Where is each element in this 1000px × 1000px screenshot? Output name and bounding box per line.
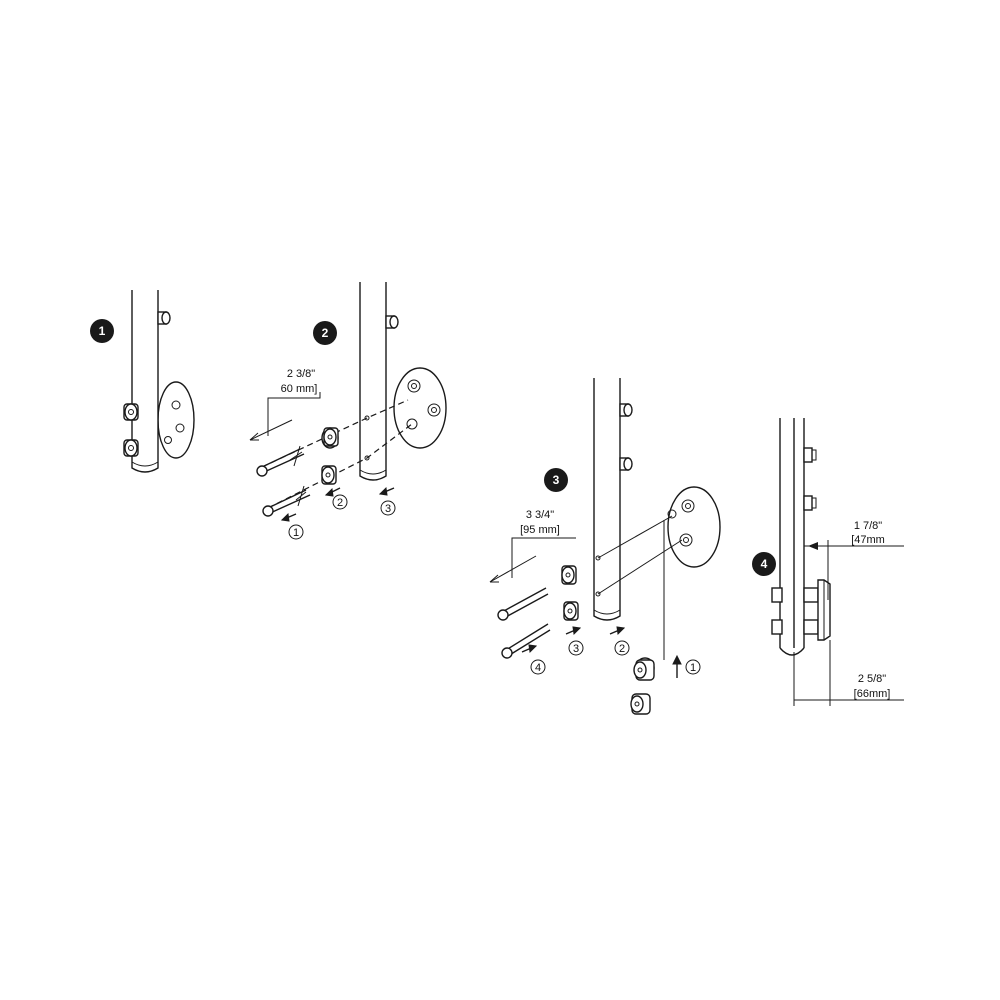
order-label-2: 2 — [619, 643, 625, 655]
step-4-badge — [752, 552, 776, 576]
step-1-badge — [90, 319, 114, 343]
step-2-dimension-imperial: 2 3/8" — [287, 368, 315, 380]
order-label-3: 3 — [573, 643, 579, 655]
step-2-dimension-metric: 60 mm] — [281, 383, 318, 395]
step-3-badge — [544, 468, 568, 492]
screw-lower — [267, 489, 307, 509]
wall-flange — [157, 381, 195, 459]
step-2: 2 2 3/8" 60 mm] — [249, 282, 447, 540]
grab-bar-tube — [359, 282, 387, 481]
order-label-4: 4 — [535, 662, 541, 674]
step-3-badge-number: 3 — [553, 473, 560, 487]
screw-upper — [501, 587, 547, 613]
step-4-badge-number: 4 — [761, 557, 768, 571]
step-3-dimension-imperial: 3 3/4" — [526, 509, 554, 521]
screw-upper — [261, 448, 301, 468]
step-2-badge — [313, 321, 337, 345]
step-4-dimension-1-imperial: 1 7/8" — [854, 520, 882, 532]
wall-flange — [667, 486, 721, 568]
step-3-dimension-metric: [95 mm] — [520, 524, 560, 536]
grab-bar-tube — [131, 290, 159, 473]
step-4-dimension-1-metric: [47mm — [851, 534, 885, 546]
order-label-1: 1 — [690, 662, 696, 674]
step-4: 4 1 7/8" [47mm 2 5/8" [66mm] — [752, 418, 904, 706]
screw-lower — [505, 623, 549, 651]
step-4-dimension-2-metric: [66mm] — [854, 688, 891, 700]
step-1: 1 — [90, 290, 195, 473]
grab-bar-tube — [593, 378, 621, 621]
wall-flange — [393, 367, 447, 449]
step-1-badge-number: 1 — [99, 324, 106, 338]
step-3: 3 3 3/4" [95 mm] — [489, 378, 721, 715]
order-label-1: 1 — [293, 527, 299, 539]
order-label-2: 2 — [337, 497, 343, 509]
step-2-badge-number: 2 — [322, 326, 329, 340]
step-4-dimension-2-imperial: 2 5/8" — [858, 673, 886, 685]
order-label-3: 3 — [385, 503, 391, 515]
